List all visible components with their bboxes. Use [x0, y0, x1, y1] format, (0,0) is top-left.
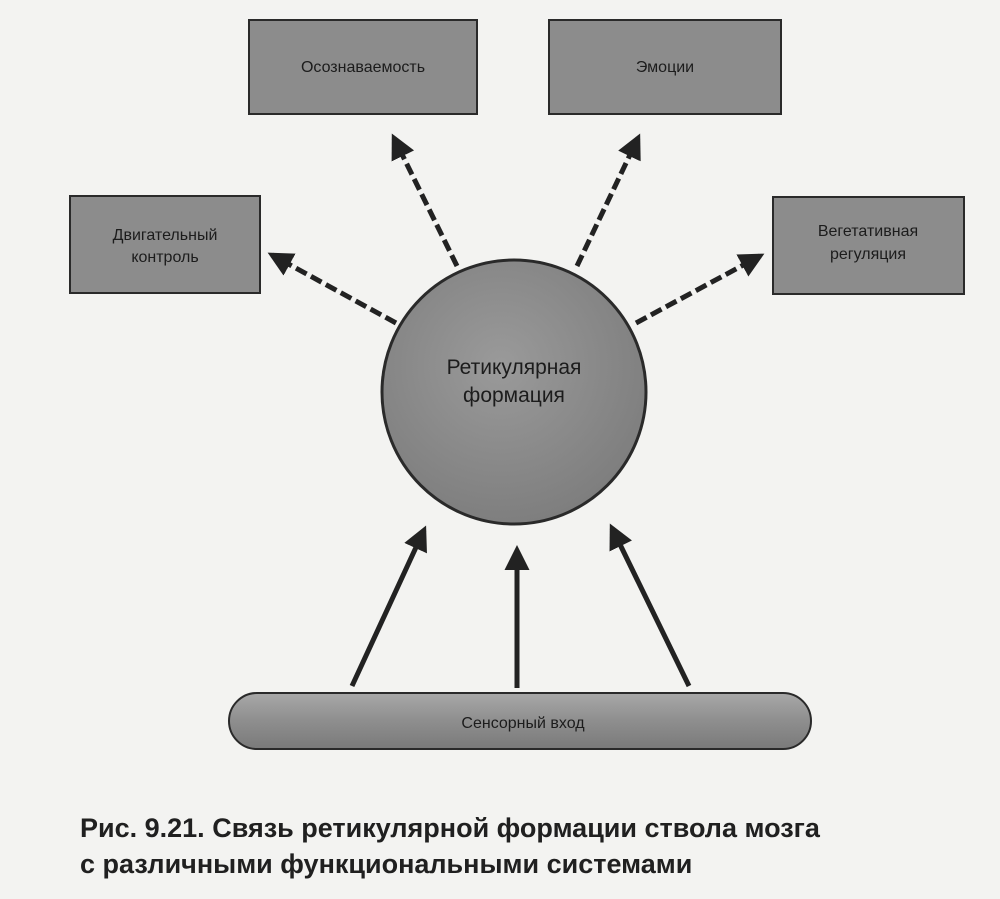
motor-control-box: Двигательный контроль	[69, 195, 261, 294]
reticular-formation-circle: Ретикулярная формация	[380, 258, 648, 526]
arrow-to-vegetative	[634, 253, 765, 326]
arrow-to-motor	[267, 252, 398, 326]
sensory-label: Сенсорный вход	[461, 715, 585, 732]
motor-label-line1: Двигательный	[113, 227, 218, 244]
caption-line1: Рис. 9.21. Связь ретикулярной формации с…	[80, 810, 980, 846]
figure-caption: Рис. 9.21. Связь ретикулярной формации с…	[80, 810, 980, 882]
caption-text-line1: Связь ретикулярной формации ствола мозга	[212, 813, 820, 843]
emotions-label: Эмоции	[636, 59, 694, 76]
awareness-label: Осознаваемость	[301, 59, 425, 76]
circle-label-line1: Ретикулярная	[447, 356, 582, 379]
arrow-to-emotions	[574, 133, 641, 268]
caption-text-line2: с различными функциональными системами	[80, 849, 693, 879]
output-arrows	[267, 133, 765, 326]
sensory-input-bar: Сенсорный вход	[228, 692, 812, 750]
caption-figure-number: Рис. 9.21.	[80, 813, 205, 843]
motor-label-line2: контроль	[131, 249, 198, 266]
input-arrow-left	[349, 525, 427, 688]
vegetative-label-line2: регуляция	[830, 246, 906, 263]
emotions-box: Эмоции	[548, 19, 782, 115]
input-arrows	[349, 523, 692, 688]
vegetative-regulation-box: Вегетативная регуляция	[772, 196, 965, 295]
circle-label-line2: формация	[463, 384, 565, 407]
awareness-box: Осознаваемость	[248, 19, 478, 115]
arrow-to-awareness	[391, 133, 460, 268]
vegetative-label-line1: Вегетативная	[818, 223, 918, 240]
input-arrow-right	[609, 523, 692, 688]
